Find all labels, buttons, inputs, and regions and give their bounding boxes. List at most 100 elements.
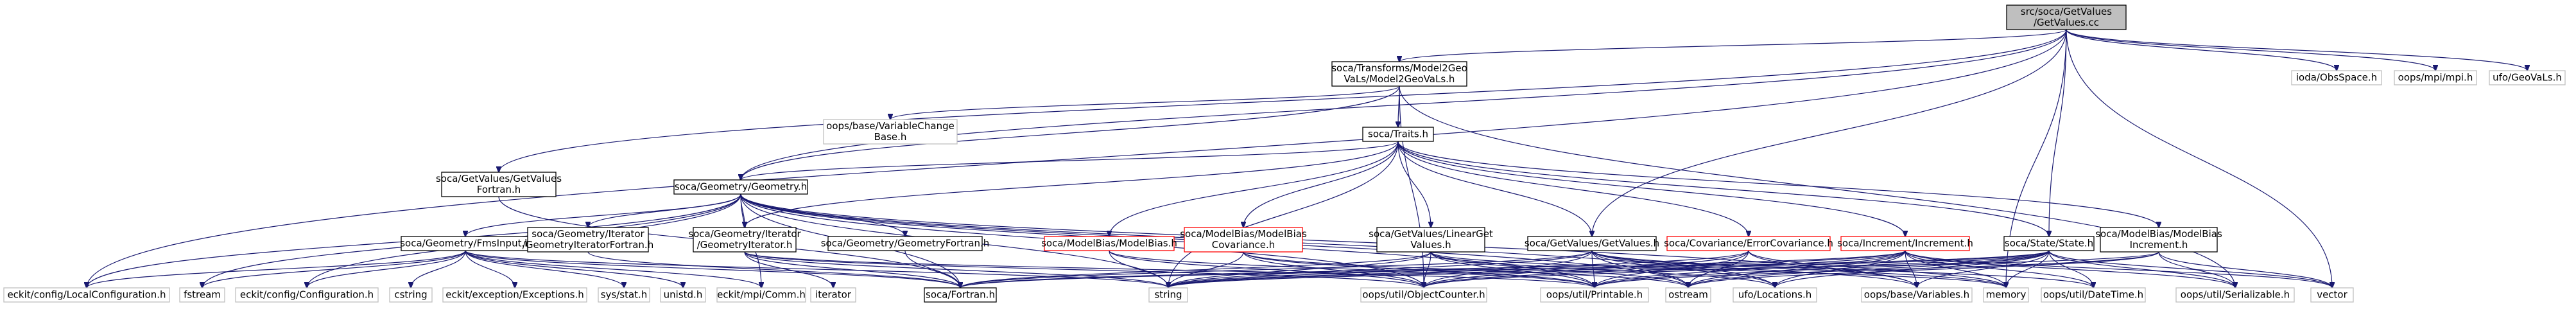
node-label: soca/Covariance/ErrorCovariance.h bbox=[1664, 238, 1833, 249]
edge-fmsinput-to-localconfiguration bbox=[87, 250, 466, 288]
node-label: oops/base/Variables.h bbox=[1864, 289, 1969, 301]
node-errorcovariance[interactable]: soca/Covariance/ErrorCovariance.h bbox=[1664, 236, 1833, 251]
node-modelbias[interactable]: soca/ModelBias/ModelBias.h bbox=[1041, 236, 1177, 251]
node-label: soca/ModelBias/ModelBias bbox=[2095, 228, 2222, 240]
node-box bbox=[1360, 287, 1487, 303]
node-box bbox=[441, 172, 557, 197]
node-increment[interactable]: soca/Increment/Increment.h bbox=[1837, 236, 1973, 251]
node-label: ostream bbox=[1668, 289, 1708, 301]
node-label: ioda/ObsSpace.h bbox=[2296, 72, 2377, 84]
node-label: soca/GetValues/GetValues bbox=[436, 173, 562, 184]
node-box bbox=[2006, 4, 2127, 30]
node-geometryiterator[interactable]: soca/Geometry/Iterator/GeometryIterator.… bbox=[688, 227, 802, 253]
edge-state-to-datetime bbox=[2048, 250, 2093, 288]
node-fmsinput[interactable]: soca/Geometry/FmsInput.h bbox=[400, 236, 531, 251]
edge-model2geovals-to-geometry bbox=[741, 85, 1400, 180]
node-getvalues[interactable]: soca/GetValues/GetValues.h bbox=[1525, 236, 1659, 251]
node-variables: oops/base/Variables.h bbox=[1861, 287, 1973, 303]
node-geometryfortran[interactable]: soca/Geometry/GeometryFortran.h bbox=[821, 236, 990, 251]
edge-root-to-vector bbox=[2066, 29, 2332, 288]
edge-fmsinput-to-fstream bbox=[202, 250, 466, 288]
edge-root-to-ufo_geovals bbox=[2066, 29, 2527, 71]
node-fortran[interactable]: soca/Fortran.h bbox=[924, 287, 997, 303]
edge-increment-to-string bbox=[1168, 250, 1906, 288]
node-state[interactable]: soca/State/State.h bbox=[2003, 236, 2095, 251]
edge-getvalues-to-ostream bbox=[1591, 250, 1688, 288]
node-label: soca/ModelBias/ModelBias.h bbox=[1041, 238, 1177, 249]
node-root[interactable]: src/soca/GetValues/GetValues.cc bbox=[2006, 4, 2127, 30]
node-traits[interactable]: soca/Traits.h bbox=[1362, 127, 1434, 142]
edge-increment-to-datetime bbox=[1905, 250, 2093, 288]
edge-model2geovals-to-objectcounter bbox=[1399, 85, 1424, 288]
edge-iteratorfortran-to-fortran bbox=[587, 251, 960, 288]
node-label: unistd.h bbox=[664, 289, 703, 301]
edge-modelbiasincrement-to-string bbox=[1168, 251, 2159, 288]
node-label: soca/Geometry/FmsInput.h bbox=[400, 238, 531, 249]
edge-state-to-string bbox=[1168, 250, 2050, 288]
edge-fmsinput-to-sysstat bbox=[465, 250, 624, 288]
edge-traits-to-errorcovariance bbox=[1397, 141, 1749, 236]
edge-modelbiasincrement-to-vector bbox=[2158, 251, 2332, 288]
node-geometry[interactable]: soca/Geometry/Geometry.h bbox=[673, 179, 808, 195]
edge-root-to-geometry bbox=[741, 29, 2067, 180]
node-box bbox=[527, 227, 649, 253]
node-label: soca/Geometry/GeometryFortran.h bbox=[821, 238, 990, 249]
node-box bbox=[660, 287, 706, 303]
node-cstring: cstring bbox=[389, 287, 433, 303]
edge-fmsinput-to-configuration bbox=[307, 250, 466, 288]
node-objectcounter: oops/util/ObjectCounter.h bbox=[1360, 287, 1487, 303]
node-box bbox=[1840, 236, 1970, 251]
edge-modelbias-to-printable bbox=[1109, 250, 1595, 288]
node-label: oops/util/Printable.h bbox=[1546, 289, 1643, 301]
edge-root-to-getvaluesfortran bbox=[499, 29, 2067, 172]
node-label: oops/mpi/mpi.h bbox=[2398, 72, 2473, 84]
node-box bbox=[389, 287, 433, 303]
node-label: /GeometryIterator.h bbox=[697, 239, 793, 251]
edge-traits-to-geometry bbox=[741, 141, 1399, 180]
node-box bbox=[1376, 227, 1485, 253]
node-label: Base.h bbox=[874, 131, 907, 143]
node-label: soca/Geometry/Geometry.h bbox=[675, 181, 807, 193]
node-label: VaLs/Model2GeoVaLs.h bbox=[1344, 73, 1455, 85]
node-label: eckit/config/LocalConfiguration.h bbox=[7, 289, 166, 301]
node-box bbox=[442, 287, 587, 303]
edge-root-to-ioda_obsspace bbox=[2066, 29, 2337, 71]
node-label: memory bbox=[1986, 289, 2027, 301]
edge-state-to-printable bbox=[1595, 250, 2050, 288]
edge-state-to-ostream bbox=[1688, 250, 2050, 288]
node-label: fstream bbox=[184, 289, 221, 301]
edge-geometryiterator-to-objectcounter bbox=[744, 251, 1424, 288]
node-label: /GeometryIteratorFortran.h bbox=[523, 239, 653, 251]
node-model2geovals[interactable]: soca/Transforms/Model2GeoVaLs/Model2GeoV… bbox=[1331, 61, 1467, 87]
edge-lineargetvalues-to-string bbox=[1168, 251, 1431, 288]
node-iteratorfortran[interactable]: soca/Geometry/Iterator/GeometryIteratorF… bbox=[523, 227, 653, 253]
node-box bbox=[1540, 287, 1649, 303]
edge-root-to-model2geovals bbox=[1399, 29, 2067, 62]
node-label: oops/util/Serializable.h bbox=[2181, 289, 2290, 301]
node-label: soca/Geometry/Iterator bbox=[688, 228, 801, 240]
edge-traits-to-modelbias bbox=[1109, 141, 1399, 236]
edge-traits-to-getvalues bbox=[1397, 141, 1592, 236]
node-label: eckit/mpi/Comm.h bbox=[717, 289, 806, 301]
node-box bbox=[673, 179, 808, 195]
node-label: soca/Transforms/Model2Geo bbox=[1331, 62, 1467, 74]
node-label: oops/base/VariableChange bbox=[826, 120, 955, 132]
edge-traits-to-increment bbox=[1397, 141, 1905, 236]
node-label: soca/ModelBias/ModelBias bbox=[1180, 228, 1307, 240]
edge-root-to-oops_mpi bbox=[2066, 29, 2435, 71]
node-label: ufo/Locations.h bbox=[1738, 289, 1812, 301]
node-ufo_geovals: ufo/GeoVaLs.h bbox=[2489, 70, 2566, 85]
edge-root-to-state bbox=[2049, 29, 2067, 236]
node-box bbox=[1044, 236, 1175, 251]
node-box bbox=[827, 236, 983, 251]
node-label: vector bbox=[2317, 289, 2347, 301]
dependency-edges bbox=[87, 29, 2527, 288]
node-box bbox=[1733, 287, 1817, 303]
node-printable: oops/util/Printable.h bbox=[1540, 287, 1649, 303]
node-box bbox=[1527, 236, 1657, 251]
